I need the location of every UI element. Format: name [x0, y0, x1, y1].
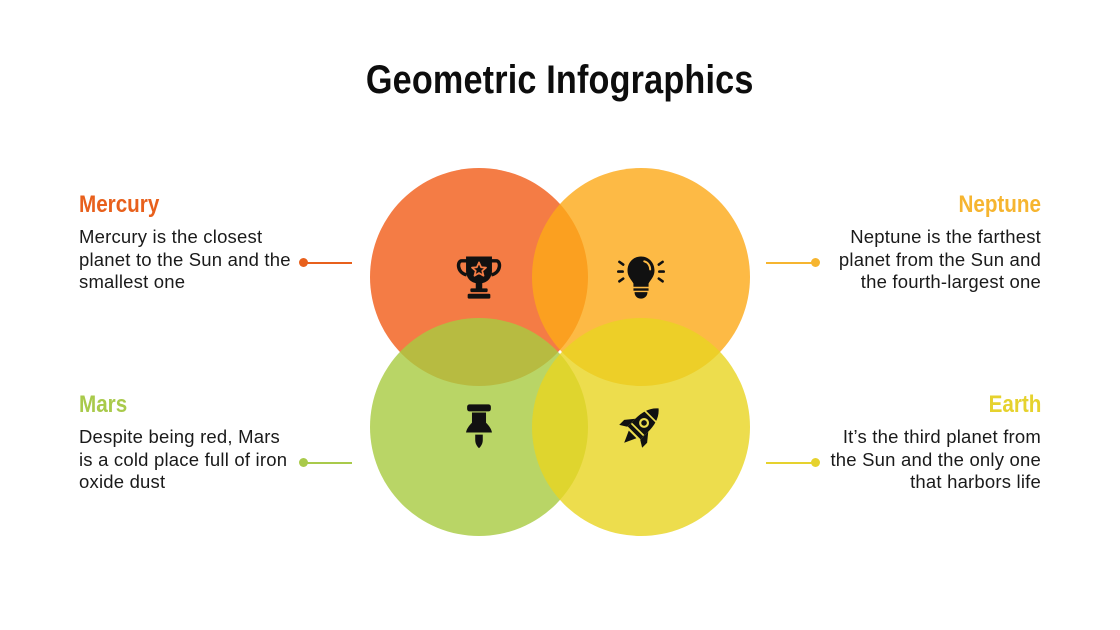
mercury-line-3: smallest one	[79, 271, 186, 292]
neptune-description: Neptune is the farthest planet from the …	[801, 226, 1041, 294]
mars-description: Despite being red, Mars is a cold place …	[79, 426, 319, 494]
page-title: Geometric Infographics	[366, 58, 754, 102]
mars-line-3: oxide dust	[79, 471, 166, 492]
mercury-block: Mercury Mercury is the closest planet to…	[79, 190, 319, 294]
neptune-block: Neptune Neptune is the farthest planet f…	[801, 190, 1041, 294]
earth-line-2: the Sun and the only one	[830, 448, 1041, 470]
earth-heading: Earth	[801, 390, 1041, 420]
neptune-line-2: planet from the Sun and	[838, 248, 1041, 270]
mars-block: Mars Despite being red, Mars is a cold p…	[79, 390, 319, 494]
neptune-heading: Neptune	[801, 190, 1041, 220]
neptune-line-1: Neptune is the farthest	[850, 226, 1041, 247]
mars-line-1: Despite being red, Mars	[79, 426, 280, 447]
neptune-connector-line	[766, 262, 816, 264]
lightbulb-icon	[614, 250, 668, 304]
pushpin-icon	[452, 399, 506, 453]
earth-line-3: that harbors life	[910, 471, 1041, 492]
mercury-line-2: planet to the Sun and the	[79, 248, 291, 270]
mercury-heading-text: Mercury	[79, 191, 160, 218]
trophy-icon	[452, 250, 506, 304]
rocket-icon	[614, 399, 668, 453]
neptune-line-3: the fourth-largest one	[860, 271, 1041, 292]
mars-connector-line	[304, 462, 352, 464]
mercury-description: Mercury is the closest planet to the Sun…	[79, 226, 319, 294]
earth-connector-line	[766, 462, 816, 464]
mercury-heading: Mercury	[79, 190, 319, 220]
mercury-connector-dot	[299, 258, 308, 267]
mars-heading: Mars	[79, 390, 319, 420]
neptune-connector-dot	[811, 258, 820, 267]
earth-heading-text: Earth	[988, 391, 1041, 418]
earth-line-1: It’s the third planet from	[842, 426, 1041, 447]
mercury-line-1: Mercury is the closest	[79, 226, 263, 247]
earth-block: Earth It’s the third planet from the Sun…	[801, 390, 1041, 494]
mars-line-2: is a cold place full of iron	[79, 448, 288, 470]
earth-description: It’s the third planet from the Sun and t…	[801, 426, 1041, 494]
earth-connector-dot	[811, 458, 820, 467]
mercury-connector-line	[304, 262, 352, 264]
mars-heading-text: Mars	[79, 391, 128, 418]
title-container: Geometric Infographics	[0, 52, 1120, 108]
neptune-heading-text: Neptune	[958, 191, 1041, 218]
mars-connector-dot	[299, 458, 308, 467]
